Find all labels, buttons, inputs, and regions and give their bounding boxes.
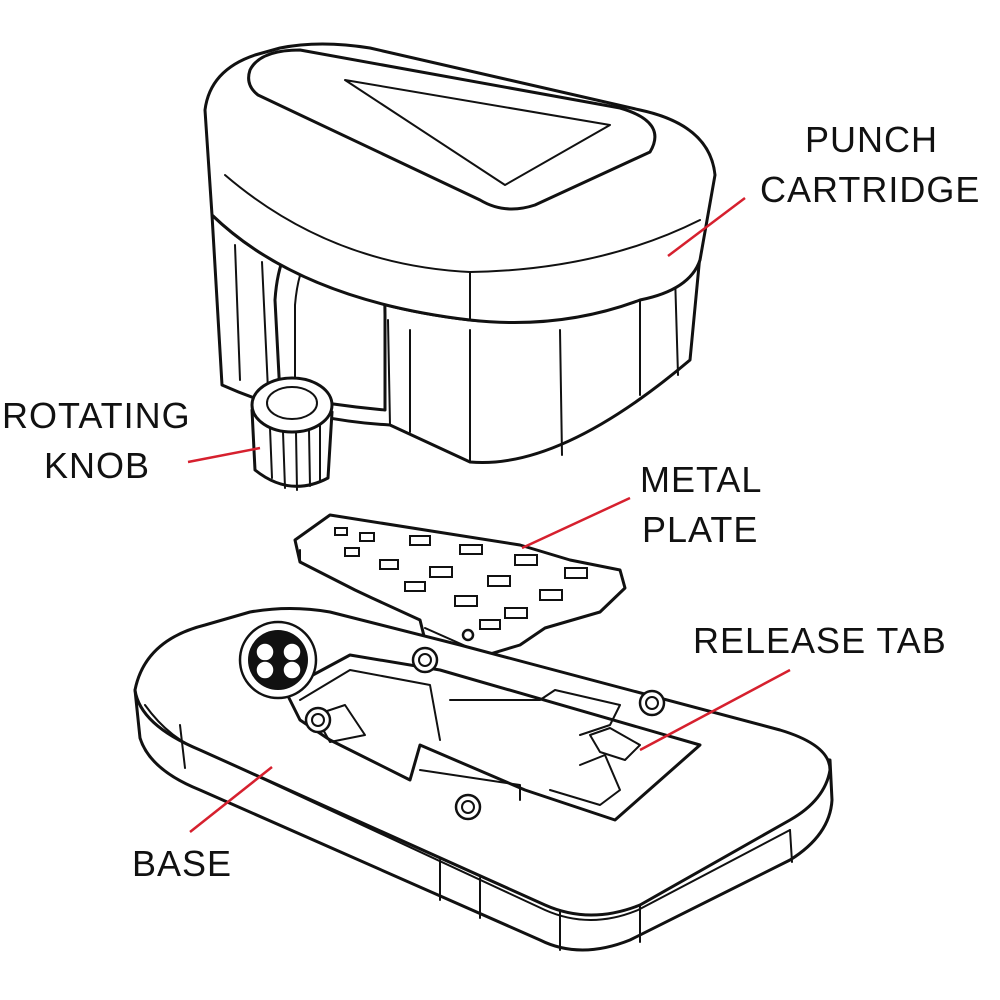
base xyxy=(133,607,834,952)
label-release-tab: RELEASE TAB xyxy=(693,620,947,661)
label-metal-plate-line2: PLATE xyxy=(642,509,758,550)
label-rotating-knob-line1: ROTATING xyxy=(2,395,191,436)
leader-release-tab xyxy=(639,668,791,752)
label-rotating-knob-line2: KNOB xyxy=(44,445,150,486)
label-punch-cartridge-line1: PUNCH xyxy=(805,119,938,160)
leader-rotating-knob xyxy=(187,446,261,464)
label-punch-cartridge-line2: CARTRIDGE xyxy=(760,169,980,210)
label-metal-plate-line1: METAL xyxy=(640,459,762,500)
leader-punch-cartridge xyxy=(667,197,746,257)
punch-cartridge xyxy=(203,42,717,465)
leader-base xyxy=(189,766,273,833)
metal-plate xyxy=(293,513,627,662)
rotating-knob xyxy=(250,376,334,491)
leader-metal-plate xyxy=(521,496,631,550)
label-base: BASE xyxy=(132,843,232,884)
